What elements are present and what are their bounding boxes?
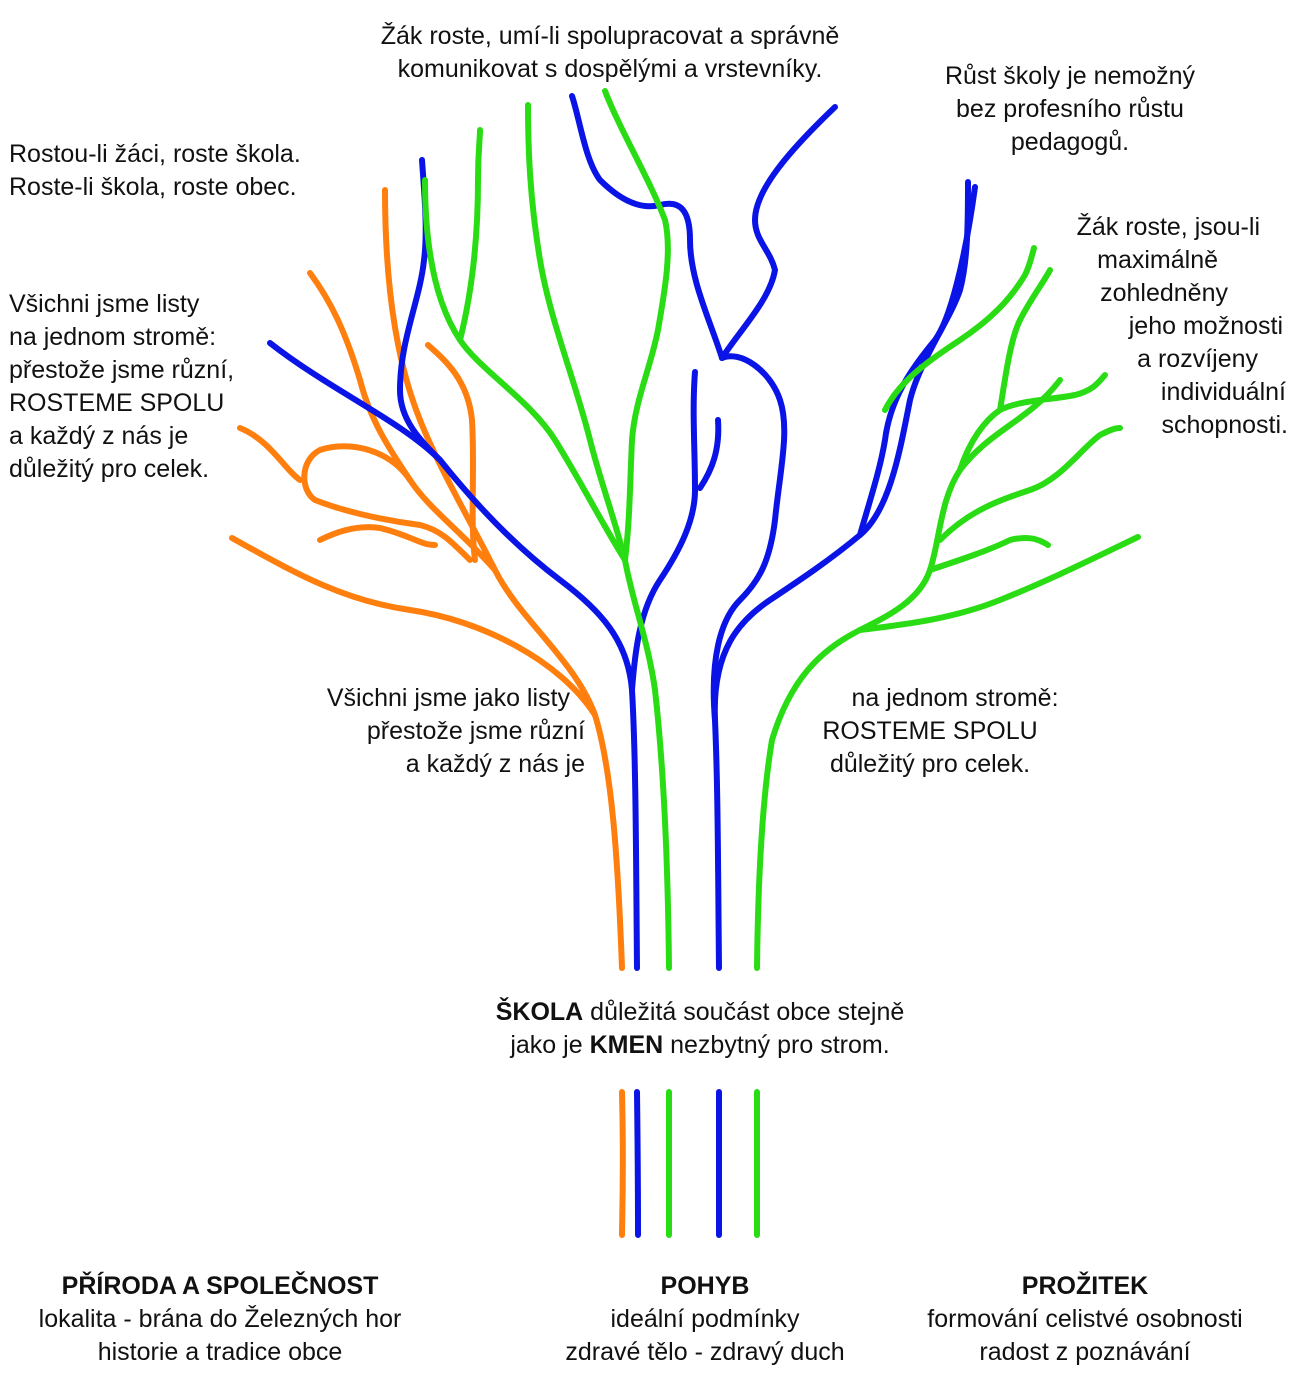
trunk-right-text: na jednom stromě: ROSTEME SPOLU důležitý… xyxy=(770,682,1090,781)
top-center-line-2: komunikovat s dospělými a vrstevníky. xyxy=(397,55,823,83)
left-mid-line-6: důležitý pro celek. xyxy=(9,455,210,483)
top-right-text: Růst školy je nemožný bez profesního růs… xyxy=(920,60,1220,159)
bottom-prozitek-line-1: formování celistvé osobnosti xyxy=(927,1305,1243,1333)
skola-word: ŠKOLA xyxy=(495,998,584,1026)
bottom-prozitek-title: PROŽITEK xyxy=(1021,1272,1149,1300)
right-mid-line-4: jeho možnosti xyxy=(1128,312,1283,340)
bottom-column-priroda: PŘÍRODA A SPOLEČNOST lokalita - brána do… xyxy=(0,1270,440,1369)
right-mid-line-6: individuální xyxy=(1160,378,1286,406)
trunk-right-line-3: důležitý pro celek. xyxy=(829,750,1031,778)
top-center-text: Žák roste, umí-li spolupracovat a správn… xyxy=(320,20,900,86)
trunk-left-text: Všichni jsme jako listy přestože jsme rů… xyxy=(250,682,585,781)
left-mid-text: Všichni jsme listy na jednom stromě: pře… xyxy=(9,288,234,486)
trunk-left-line-3: a každý z nás je xyxy=(405,750,585,778)
kmen-word: KMEN xyxy=(589,1031,664,1059)
bottom-column-pohyb: POHYB ideální podmínky zdravé tělo - zdr… xyxy=(505,1270,905,1369)
right-mid-line-3: zohledněny xyxy=(1100,279,1228,307)
left-mid-line-2: na jednom stromě: xyxy=(9,323,217,351)
bottom-priroda-title: PŘÍRODA A SPOLEČNOST xyxy=(61,1272,379,1300)
bottom-pohyb-line-1: ideální podmínky xyxy=(610,1305,800,1333)
trunk-left-line-2: přestože jsme různí xyxy=(366,717,585,745)
center-line-1-rest: důležitá součást obce stejně xyxy=(583,998,905,1026)
trunk-right-line-2: ROSTEME SPOLU xyxy=(822,717,1038,745)
center-line-2-pre: jako je xyxy=(510,1031,590,1059)
right-mid-text: Žák roste, jsou-li maximálně zohledněny … xyxy=(1000,211,1288,442)
right-mid-line-1: Žák roste, jsou-li xyxy=(1076,213,1260,241)
bottom-column-prozitek: PROŽITEK formování celistvé osobnosti ra… xyxy=(880,1270,1290,1369)
left-mid-line-3: přestože jsme různí, xyxy=(9,356,235,384)
top-right-line-1: Růst školy je nemožný xyxy=(944,62,1196,90)
top-right-line-2: bez profesního růstu xyxy=(956,95,1184,123)
bottom-priroda-line-2: historie a tradice obce xyxy=(97,1338,343,1366)
right-mid-line-7: schopnosti. xyxy=(1161,411,1288,439)
left-top-line-2: Roste-li škola, roste obec. xyxy=(9,173,297,201)
top-right-line-3: pedagogů. xyxy=(1010,128,1130,156)
left-mid-line-1: Všichni jsme listy xyxy=(9,290,200,318)
bottom-pohyb-title: POHYB xyxy=(660,1272,750,1300)
left-top-line-1: Rostou-li žáci, roste škola. xyxy=(9,140,301,168)
right-mid-line-5: a rozvíjeny xyxy=(1137,345,1258,373)
left-mid-line-5: a každý z nás je xyxy=(9,422,189,450)
green-branches xyxy=(422,88,1141,1238)
center-line-2-post: nezbytný pro strom. xyxy=(663,1031,890,1059)
blue-branches xyxy=(267,93,978,1238)
center-line-2: jako je KMEN nezbytný pro strom. xyxy=(380,1029,1020,1062)
left-top-text: Rostou-li žáci, roste škola. Roste-li šk… xyxy=(9,138,301,204)
right-mid-line-2: maximálně xyxy=(1097,246,1218,274)
bottom-pohyb-line-2: zdravé tělo - zdravý duch xyxy=(565,1338,845,1366)
trunk-right-line-1: na jednom stromě: xyxy=(851,684,1059,712)
bottom-priroda-line-1: lokalita - brána do Železných hor xyxy=(38,1305,402,1333)
bottom-prozitek-line-2: radost z poznávání xyxy=(979,1338,1191,1366)
trunk-left-line-1: Všichni jsme jako listy xyxy=(326,684,570,712)
center-line-1: ŠKOLA důležitá součást obce stejně xyxy=(380,996,1020,1029)
top-center-line-1: Žák roste, umí-li spolupracovat a správn… xyxy=(380,22,840,50)
left-mid-line-4: ROSTEME SPOLU xyxy=(9,389,225,417)
center-statement: ŠKOLA důležitá součást obce stejně jako … xyxy=(380,996,1020,1062)
